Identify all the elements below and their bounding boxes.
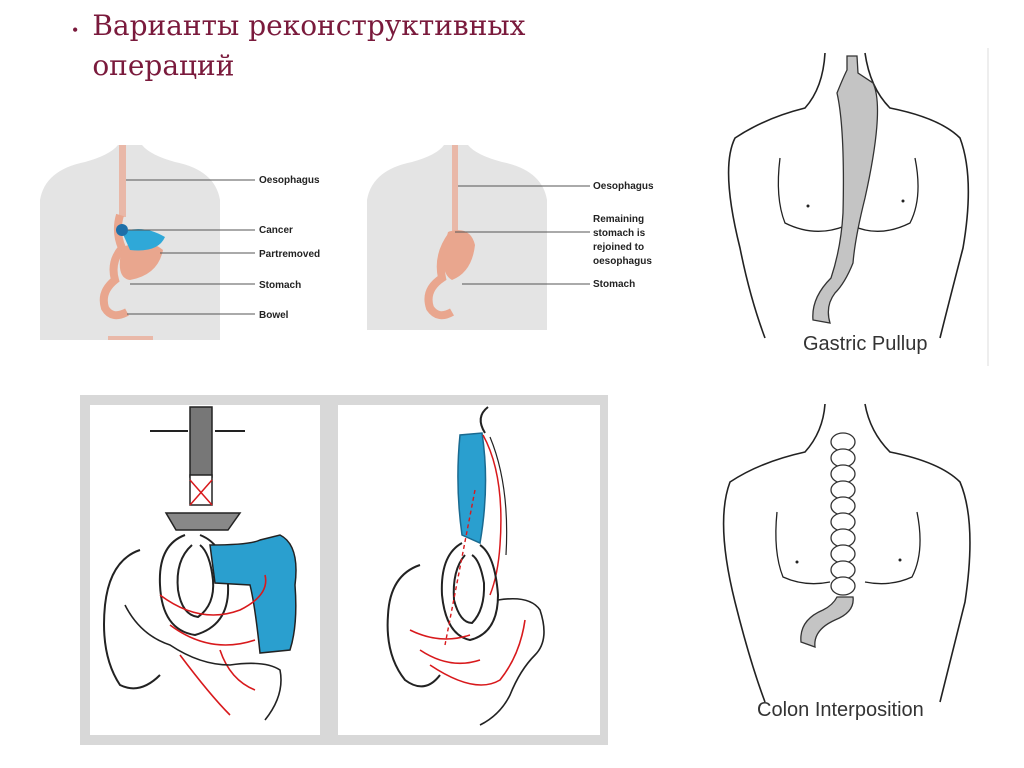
slide-title: • Варианты реконструктивных операций <box>72 6 632 86</box>
bullet-icon: • <box>72 20 79 40</box>
label-stomach: Stomach <box>593 279 635 290</box>
title-line-2: операций <box>92 49 235 82</box>
title-line-1: Варианты реконструктивных <box>92 9 526 42</box>
gastric-pullup-diagram: Gastric Pullup <box>727 48 989 366</box>
label-part-removed: Partremoved <box>259 249 320 260</box>
label-rejoined-to: rejoined to <box>593 242 644 253</box>
caption-colon-interposition: Colon Interposition <box>757 699 924 721</box>
label-oesophagus: Oesophagus <box>259 175 320 186</box>
label-cancer: Cancer <box>259 225 293 236</box>
label-remaining: Remaining <box>593 214 644 225</box>
caption-gastric-pullup: Gastric Pullup <box>803 333 928 355</box>
label-stomach: Stomach <box>259 280 301 291</box>
label-oesophagus: Oesophagus <box>593 181 654 192</box>
resection-diagram: Oesophagus Cancer Partremoved Stomach Bo… <box>40 145 320 340</box>
label-bowel: Bowel <box>259 310 289 321</box>
colon-interposition-diagram: Colon Interposition <box>722 403 971 721</box>
label-stomach-is: stomach is <box>593 228 646 239</box>
rejoined-diagram: Oesophagus Remaining stomach is rejoined… <box>367 145 654 330</box>
colon-graft-panel <box>80 395 608 745</box>
label-oesophagus-2: oesophagus <box>593 256 652 267</box>
